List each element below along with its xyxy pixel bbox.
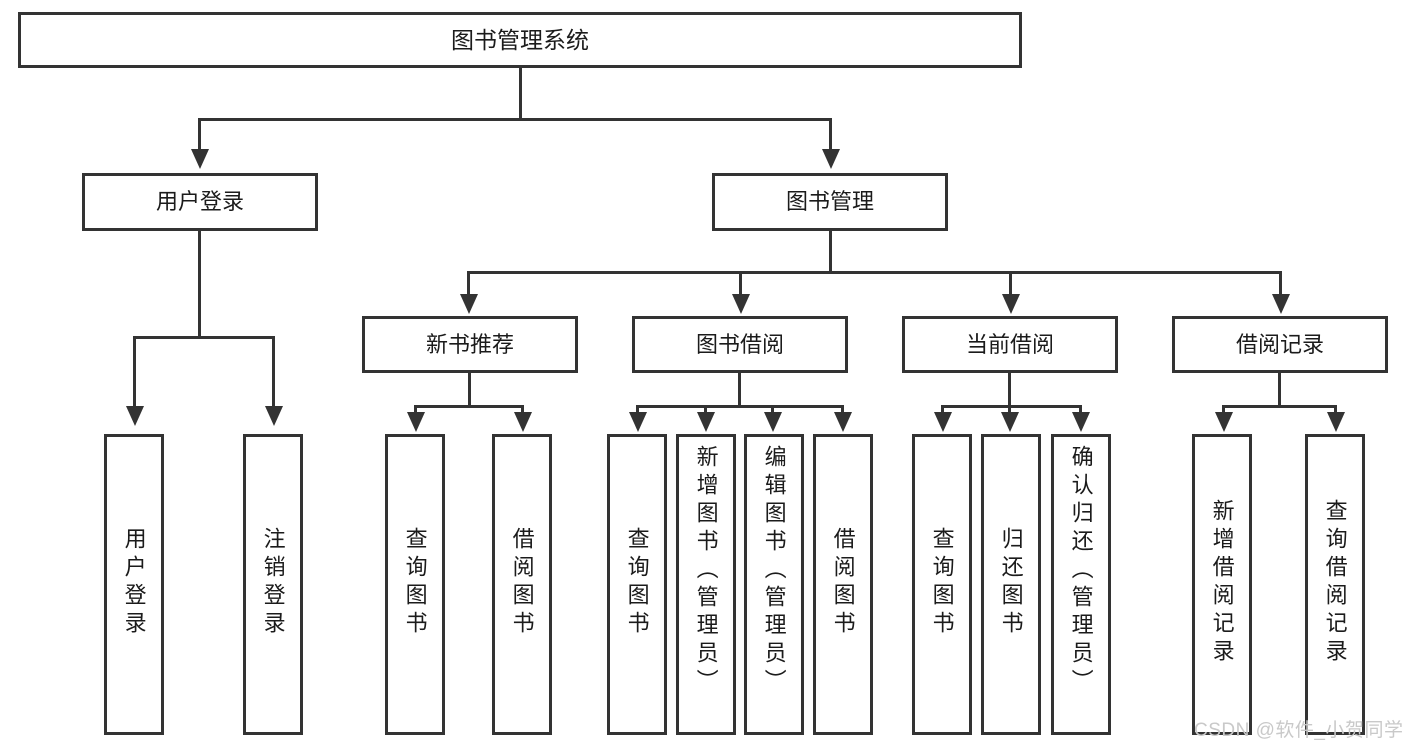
leaf-add-book-admin-label: 新增图书（管理员） — [693, 445, 719, 697]
connector-level2-bus — [467, 271, 1282, 274]
leaf-query-book-borrow-label: 查询图书 — [624, 527, 650, 639]
connector-new-book-drop-2 — [521, 405, 524, 414]
leaf-add-borrow-record-label: 新增借阅记录 — [1209, 499, 1235, 667]
leaf-add-book-admin[interactable]: 新增图书（管理员） — [676, 434, 736, 735]
connector-book-borrow-drop-3 — [771, 405, 774, 414]
arrow-to-leaf-edit-book — [764, 412, 782, 432]
arrow-to-borrow-record — [1272, 294, 1290, 314]
connector-level1-drop-right — [829, 118, 832, 151]
leaf-edit-book-admin[interactable]: 编辑图书（管理员） — [744, 434, 804, 735]
arrow-to-leaf-query-book-3 — [934, 412, 952, 432]
connector-new-book-bus — [414, 405, 524, 408]
arrow-to-leaf-borrow-book-2 — [834, 412, 852, 432]
leaf-edit-book-admin-label: 编辑图书（管理员） — [761, 445, 787, 697]
leaf-borrow-book-recommend-label: 借阅图书 — [509, 527, 535, 639]
connector-current-borrow-stem — [1008, 373, 1011, 405]
node-book-management[interactable]: 图书管理 — [712, 173, 948, 231]
leaf-user-login-label: 用户登录 — [121, 527, 147, 639]
connector-borrow-record-stem — [1278, 373, 1281, 405]
arrow-to-leaf-add-borrow-record — [1215, 412, 1233, 432]
connector-level2-drop-1 — [467, 271, 470, 298]
leaf-query-book-current[interactable]: 查询图书 — [912, 434, 972, 735]
node-root-system-label: 图书管理系统 — [451, 26, 589, 53]
connector-borrow-record-bus — [1222, 405, 1337, 408]
connector-current-borrow-drop-3 — [1079, 405, 1082, 414]
connector-book-borrow-stem — [738, 373, 741, 405]
connector-level1-bus — [198, 118, 832, 121]
arrow-to-leaf-confirm-return — [1072, 412, 1090, 432]
connector-new-book-stem — [468, 373, 471, 405]
arrow-to-leaf-query-borrow-record — [1327, 412, 1345, 432]
connector-user-login-drop-2 — [272, 336, 275, 408]
node-root-system[interactable]: 图书管理系统 — [18, 12, 1022, 68]
leaf-confirm-return-admin-label: 确认归还（管理员） — [1068, 445, 1094, 697]
connector-current-borrow-drop-1 — [941, 405, 944, 414]
node-book-borrow[interactable]: 图书借阅 — [632, 316, 848, 373]
leaf-query-book-borrow[interactable]: 查询图书 — [607, 434, 667, 735]
leaf-logout-label: 注销登录 — [260, 527, 286, 639]
connector-user-login-drop-1 — [133, 336, 136, 408]
arrow-to-leaf-add-book — [697, 412, 715, 432]
leaf-confirm-return-admin[interactable]: 确认归还（管理员） — [1051, 434, 1111, 735]
node-new-book-recommend-label: 新书推荐 — [425, 331, 514, 357]
connector-borrow-record-drop-2 — [1334, 405, 1337, 414]
node-current-borrow[interactable]: 当前借阅 — [902, 316, 1118, 373]
leaf-query-book-recommend-label: 查询图书 — [402, 527, 428, 639]
leaf-return-book-label: 归还图书 — [998, 527, 1024, 639]
leaf-borrow-book-recommend[interactable]: 借阅图书 — [492, 434, 552, 735]
connector-book-management-stem — [829, 231, 832, 271]
leaf-add-borrow-record[interactable]: 新增借阅记录 — [1192, 434, 1252, 735]
leaf-borrow-book-borrow[interactable]: 借阅图书 — [813, 434, 873, 735]
arrow-to-leaf-query-book-1 — [407, 412, 425, 432]
connector-book-borrow-drop-2 — [704, 405, 707, 414]
connector-level1-drop-left — [198, 118, 201, 151]
leaf-user-login[interactable]: 用户登录 — [104, 434, 164, 735]
arrow-to-leaf-borrow-book-1 — [514, 412, 532, 432]
arrow-to-book-management — [822, 149, 840, 169]
leaf-logout[interactable]: 注销登录 — [243, 434, 303, 735]
arrow-to-leaf-return-book — [1001, 412, 1019, 432]
leaf-query-book-current-label: 查询图书 — [929, 527, 955, 639]
node-user-login[interactable]: 用户登录 — [82, 173, 318, 231]
connector-new-book-drop-1 — [414, 405, 417, 414]
arrow-to-leaf-logout — [265, 406, 283, 426]
leaf-query-borrow-record[interactable]: 查询借阅记录 — [1305, 434, 1365, 735]
connector-user-login-stem — [198, 231, 201, 336]
connector-level2-drop-2 — [739, 271, 742, 298]
arrow-to-leaf-query-book-2 — [629, 412, 647, 432]
leaf-query-borrow-record-label: 查询借阅记录 — [1322, 499, 1348, 667]
node-new-book-recommend[interactable]: 新书推荐 — [362, 316, 578, 373]
node-current-borrow-label: 当前借阅 — [965, 331, 1054, 357]
node-borrow-record-label: 借阅记录 — [1235, 331, 1324, 357]
connector-level2-drop-4 — [1279, 271, 1282, 298]
connector-book-borrow-bus — [636, 405, 844, 408]
connector-level2-drop-3 — [1009, 271, 1012, 298]
arrow-to-current-borrow — [1002, 294, 1020, 314]
node-borrow-record[interactable]: 借阅记录 — [1172, 316, 1388, 373]
arrow-to-leaf-user-login — [126, 406, 144, 426]
leaf-query-book-recommend[interactable]: 查询图书 — [385, 434, 445, 735]
node-user-login-label: 用户登录 — [155, 189, 244, 215]
connector-current-borrow-drop-2 — [1008, 405, 1011, 414]
arrow-to-new-book-recommend — [460, 294, 478, 314]
csdn-watermark: CSDN @软件_小贺同学 — [1194, 720, 1404, 741]
connector-book-borrow-drop-4 — [841, 405, 844, 414]
arrow-to-book-borrow — [732, 294, 750, 314]
connector-book-borrow-drop-1 — [636, 405, 639, 414]
node-book-borrow-label: 图书借阅 — [695, 331, 784, 357]
connector-borrow-record-drop-1 — [1222, 405, 1225, 414]
connector-user-login-bus — [133, 336, 275, 339]
node-book-management-label: 图书管理 — [785, 189, 874, 215]
leaf-borrow-book-borrow-label: 借阅图书 — [830, 527, 856, 639]
leaf-return-book[interactable]: 归还图书 — [981, 434, 1041, 735]
connector-root-stem — [519, 68, 522, 118]
arrow-to-user-login — [191, 149, 209, 169]
connector-current-borrow-bus — [941, 405, 1082, 408]
